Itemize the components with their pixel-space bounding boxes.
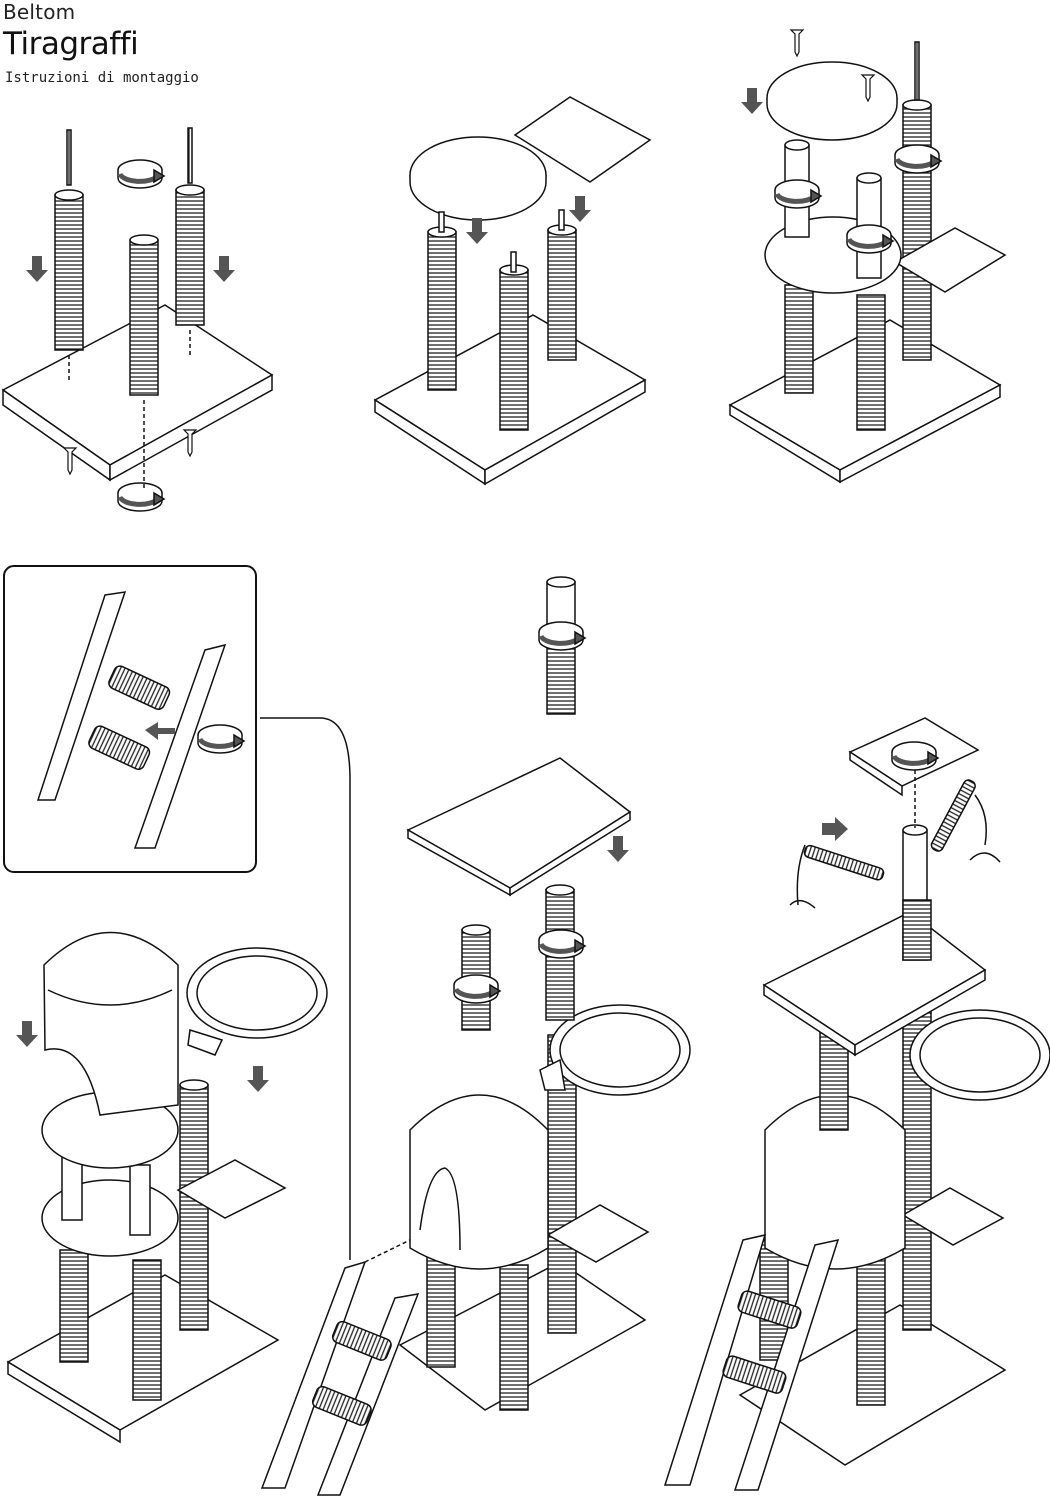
- step-2-first-platform: [373, 96, 652, 486]
- step-3-second-level: [728, 29, 1007, 484]
- step-6-upper-assembly: [260, 576, 691, 1496]
- step-7-final-top: [663, 717, 1050, 1491]
- down-arrow-icon: [569, 196, 591, 222]
- down-arrow-icon: [247, 1066, 269, 1092]
- step-5-house-and-bowl: [6, 931, 328, 1444]
- down-arrow-icon: [607, 836, 629, 862]
- down-arrow-icon: [741, 88, 763, 114]
- down-arrow-icon: [16, 1021, 38, 1047]
- down-arrow-icon: [466, 218, 488, 244]
- brand-name: Beltom: [3, 0, 76, 24]
- right-arrow-icon: [822, 817, 848, 841]
- down-arrow-icon: [26, 256, 48, 282]
- page-title: Tiragraffi: [3, 26, 139, 62]
- page-subtitle: Istruzioni di montaggio: [5, 70, 199, 86]
- down-arrow-icon: [213, 256, 235, 282]
- left-arrow-icon: [145, 722, 175, 740]
- step-1-base-posts: [1, 127, 274, 511]
- step-4-ladder-detail: [3, 565, 351, 1260]
